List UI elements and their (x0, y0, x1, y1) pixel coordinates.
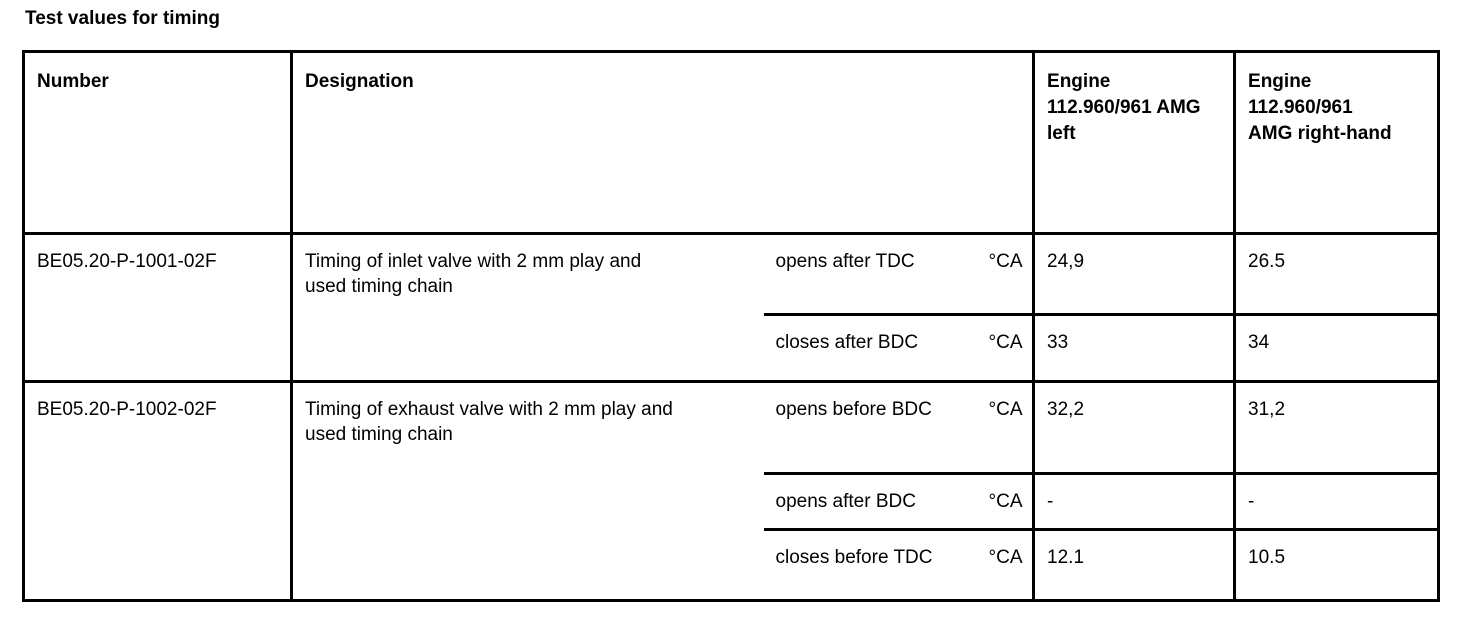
header-engine-left: Engine 112.960/961 AMG left (1033, 51, 1237, 235)
table-header-row: Number Designation Engine 112.960/961 AM… (23, 51, 1439, 235)
designation-cell: Timing of inlet valve with 2 mm play and… (291, 233, 764, 383)
unit-cell: °CA (976, 381, 1036, 475)
header-number: Number (23, 51, 293, 235)
condition-cell: opens after BDC (763, 473, 977, 531)
engine-left-value-cell: 33 (1033, 314, 1237, 383)
table-subrow: opens after BDC °CA - - (24, 473, 1439, 531)
engine-right-value-cell: 34 (1234, 314, 1439, 383)
engine-left-value-cell: 12.1 (1033, 529, 1237, 602)
engine-right-value-cell: 26.5 (1234, 233, 1439, 316)
designation-cell: Timing of exhaust valve with 2 mm play a… (291, 381, 764, 602)
engine-right-value-cell: - (1234, 473, 1439, 531)
engine-right-value-cell: 10.5 (1234, 529, 1439, 602)
page-title: Test values for timing (25, 8, 220, 29)
table-subrow: closes after BDC °CA 33 34 (24, 314, 1439, 383)
number-cell: BE05.20-P-1002-02F (23, 381, 293, 602)
table-row: BE05.20-P-1002-02F Timing of exhaust val… (23, 381, 1439, 602)
table-subrow: closes before TDC °CA 12.1 10.5 (24, 529, 1439, 602)
engine-left-value-cell: 24,9 (1033, 233, 1237, 316)
condition-cell: closes before TDC (763, 529, 977, 602)
condition-cell: closes after BDC (763, 314, 977, 383)
unit-cell: °CA (976, 473, 1036, 531)
document-page: Test values for timing Number Designatio… (22, 8, 1441, 602)
unit-cell: °CA (976, 529, 1036, 602)
timing-values-table: Number Designation Engine 112.960/961 AM… (22, 50, 1441, 602)
engine-right-value-cell: 31,2 (1234, 381, 1439, 475)
unit-cell: °CA (976, 233, 1036, 316)
header-engine-right: Engine 112.960/961 AMG right-hand (1234, 51, 1439, 235)
condition-cell: opens before BDC (763, 381, 977, 475)
header-designation: Designation (291, 51, 1036, 235)
condition-cell: opens after TDC (763, 233, 977, 316)
engine-left-value-cell: - (1033, 473, 1237, 531)
number-cell: BE05.20-P-1001-02F (23, 233, 293, 383)
unit-cell: °CA (976, 314, 1036, 383)
engine-left-value-cell: 32,2 (1033, 381, 1237, 475)
table-row: BE05.20-P-1001-02F Timing of inlet valve… (23, 233, 1439, 383)
